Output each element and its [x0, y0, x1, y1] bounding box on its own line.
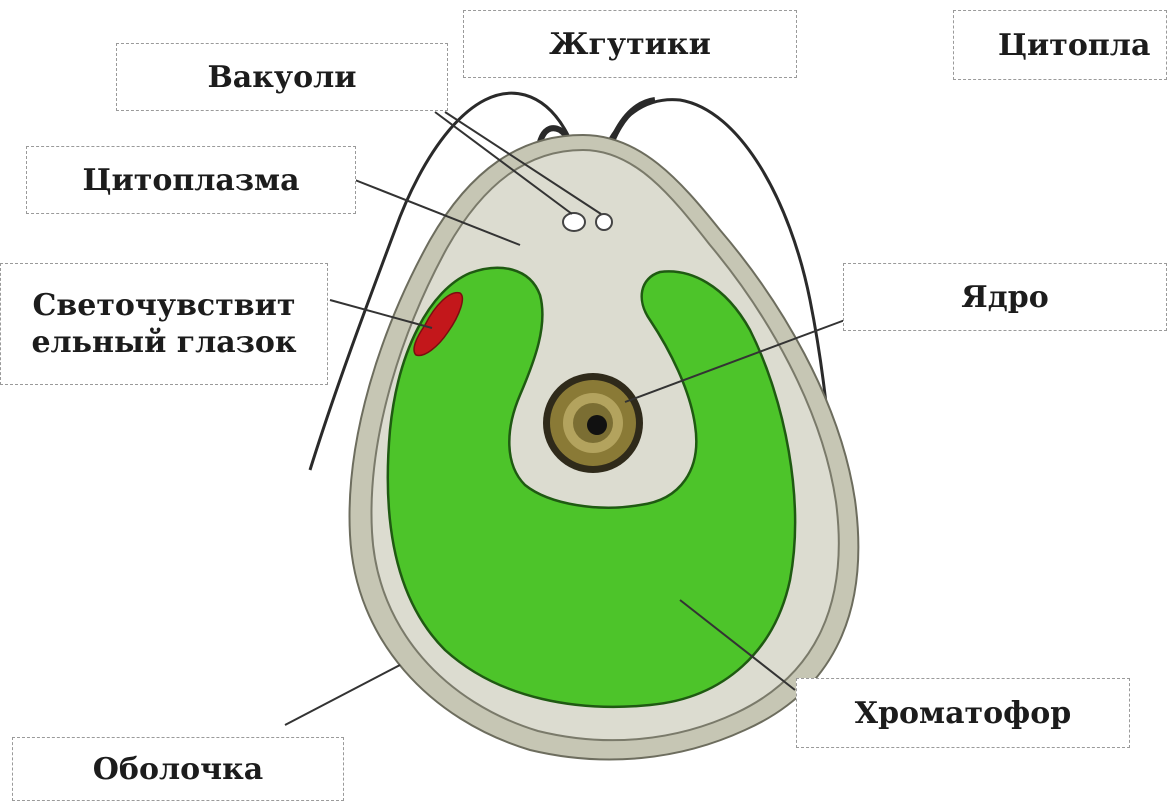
label-eyespot: Светочувствит ельный глазок	[0, 263, 328, 385]
label-eyespot-line1: Светочувствит	[33, 287, 296, 325]
label-vacuoles: Вакуоли	[116, 43, 448, 111]
vacuole-right	[596, 214, 612, 230]
label-cytoplasm: Цитоплазма	[26, 146, 356, 214]
label-nucleus: Ядро	[843, 263, 1167, 331]
label-eyespot-line2: ельный глазок	[31, 324, 296, 362]
label-flagella: Жгутики	[463, 10, 797, 78]
label-chromatophore: Хроматофор	[796, 678, 1130, 748]
label-membrane: Оболочка	[12, 737, 344, 801]
vacuole-left	[563, 213, 585, 231]
label-cytoplasm-right: Цитопла	[953, 10, 1167, 80]
leader-membrane	[285, 665, 400, 725]
nucleus	[543, 373, 643, 473]
